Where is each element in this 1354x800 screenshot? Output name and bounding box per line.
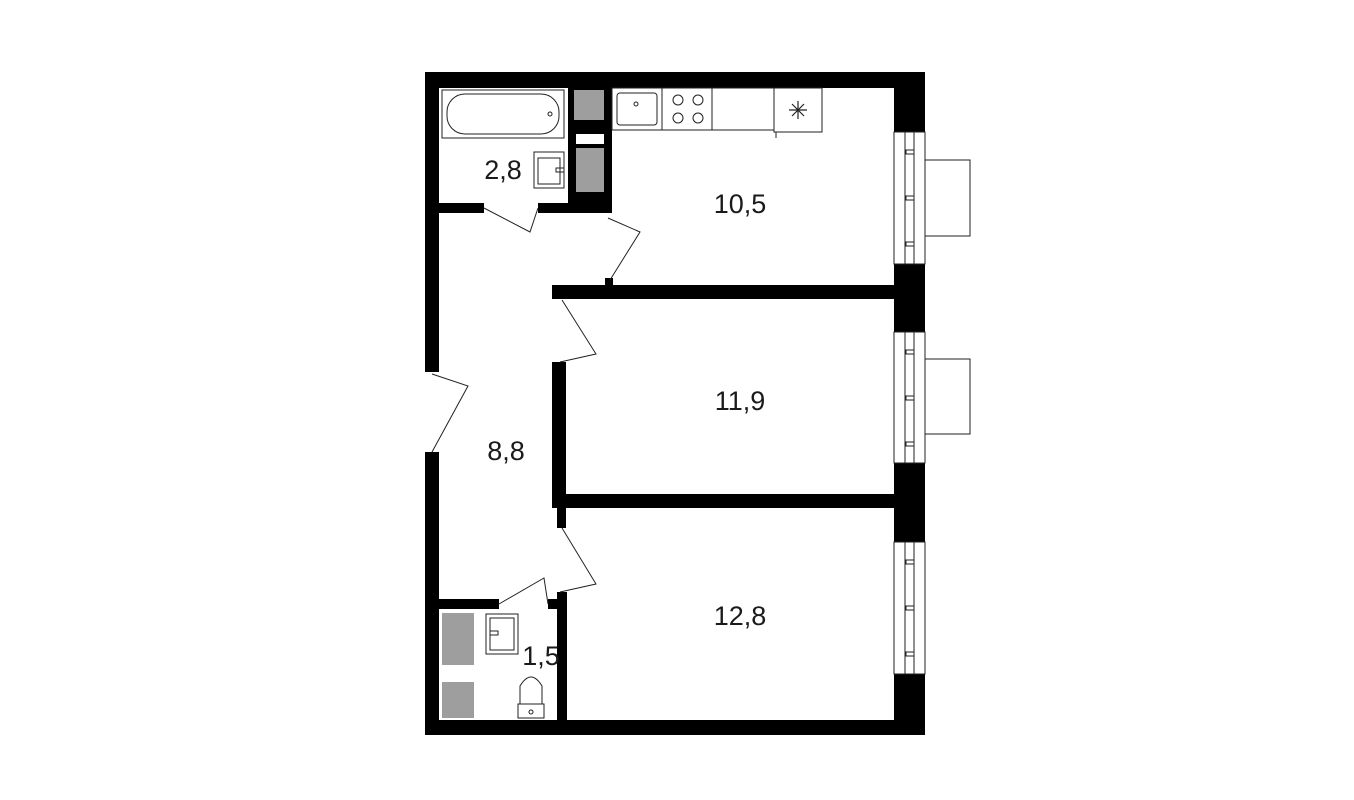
bottom-wall bbox=[425, 720, 925, 735]
toilet-top-wall-right bbox=[548, 599, 557, 609]
windows bbox=[893, 131, 926, 675]
bathtub-icon bbox=[441, 89, 565, 139]
countertop bbox=[711, 87, 775, 131]
service-shafts bbox=[442, 90, 604, 718]
room1-left-wall bbox=[552, 362, 566, 508]
fridge-icon bbox=[773, 87, 823, 138]
toilet-icon bbox=[517, 676, 545, 719]
area-label-hallway: 8,8 bbox=[487, 436, 525, 466]
area-label-room-2: 12,8 bbox=[714, 601, 767, 631]
right-pier-4 bbox=[894, 674, 925, 735]
room1-room2-wall bbox=[552, 494, 894, 508]
kitchen-room1-wall bbox=[552, 285, 894, 299]
balcony-2 bbox=[925, 358, 971, 435]
window-room-1 bbox=[893, 331, 926, 464]
area-label-room-1: 11,9 bbox=[715, 386, 766, 416]
stove-icon bbox=[661, 87, 713, 131]
doors bbox=[431, 207, 641, 605]
bathroom-bottom-wall-left bbox=[439, 203, 484, 213]
left-wall-upper bbox=[425, 72, 439, 372]
area-label-bathroom: 2,8 bbox=[484, 155, 522, 185]
right-pier-2 bbox=[894, 264, 925, 332]
shaft-2 bbox=[576, 148, 604, 192]
right-pier-3 bbox=[894, 463, 925, 542]
shaft-4 bbox=[442, 682, 474, 718]
door-toilet bbox=[498, 577, 549, 605]
washbasin-icon bbox=[533, 151, 565, 189]
window-kitchen bbox=[893, 131, 926, 265]
room2-left-wall bbox=[557, 592, 567, 720]
room-labels: 2,8 10,5 11,9 8,8 12,8 1,5 bbox=[484, 155, 766, 671]
door-room-1 bbox=[559, 299, 597, 363]
door-kitchen bbox=[607, 217, 641, 281]
door-jamb-room2-top bbox=[557, 508, 566, 528]
outer-walls bbox=[425, 72, 925, 735]
toilet-washbasin-icon bbox=[485, 613, 519, 655]
right-pier-1 bbox=[894, 72, 925, 132]
door-jamb-kitchen bbox=[605, 278, 613, 286]
left-wall-lower bbox=[425, 452, 439, 735]
kitchen-sink-icon bbox=[611, 87, 663, 131]
shaft-1 bbox=[574, 90, 604, 120]
bathroom-bottom-wall-right bbox=[538, 203, 568, 213]
area-label-kitchen: 10,5 bbox=[714, 189, 767, 219]
toilet-top-wall bbox=[439, 599, 499, 609]
shaft-3 bbox=[442, 613, 474, 665]
window-room-2 bbox=[893, 541, 926, 675]
door-entrance bbox=[431, 373, 469, 453]
balconies bbox=[925, 159, 971, 435]
door-room-2 bbox=[559, 527, 597, 593]
area-label-toilet: 1,5 bbox=[522, 641, 560, 671]
door-bathroom bbox=[483, 207, 539, 233]
top-wall bbox=[425, 72, 925, 88]
balcony-1 bbox=[925, 159, 971, 237]
